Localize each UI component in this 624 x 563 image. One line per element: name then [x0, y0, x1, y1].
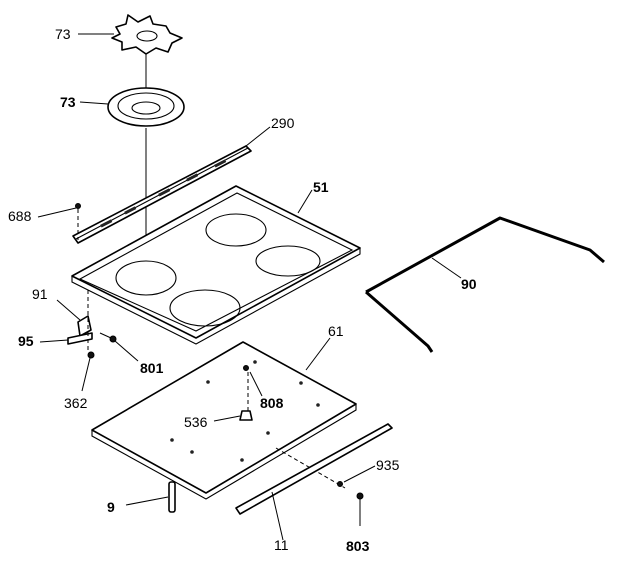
callout-808: 808: [260, 395, 284, 411]
callout-290: 290: [271, 115, 295, 131]
callout-91: 91: [32, 286, 48, 302]
callout-90: 90: [461, 276, 477, 292]
bottom-pan-part: [91, 341, 357, 500]
callout-11: 11: [274, 537, 289, 553]
callout-95: 95: [18, 333, 34, 349]
leveling-leg-part: [168, 481, 176, 513]
screw-688-part: [75, 203, 81, 240]
callout-51: 51: [313, 179, 329, 195]
callout-73-burner-cap: 73: [55, 26, 71, 42]
callout-935: 935: [376, 457, 400, 473]
strip-fasteners: [337, 481, 364, 526]
callout-536: 536: [184, 414, 208, 430]
trim-strip-part: [72, 145, 252, 244]
callout-803: 803: [346, 538, 370, 554]
bracket-hardware: [67, 290, 117, 359]
frame-rod-part: [365, 216, 605, 353]
front-strip-part: [235, 423, 393, 515]
callout-73-drip-bowl: 73: [60, 94, 76, 110]
callout-688: 688: [8, 208, 32, 224]
callout-801: 801: [140, 360, 164, 376]
leader-lines: [37, 33, 462, 541]
cooktop-part: [71, 185, 361, 345]
drip-bowl-part: [107, 87, 185, 127]
burner-cap-part: [111, 14, 183, 55]
callout-61: 61: [328, 323, 344, 339]
callout-362: 362: [64, 395, 88, 411]
callout-9: 9: [107, 499, 115, 515]
